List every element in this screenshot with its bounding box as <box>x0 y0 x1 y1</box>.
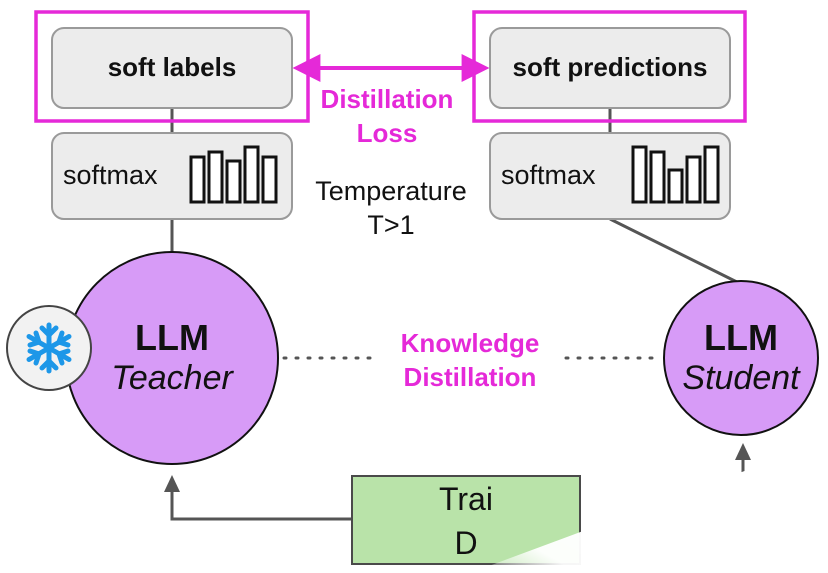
training-data-line1: Trai <box>439 481 493 517</box>
student-arrowhead <box>735 443 751 460</box>
soft-predictions-box <box>489 27 731 109</box>
distillation-loss-label: Distillation Loss <box>300 82 474 150</box>
teacher-model-label: LLM <box>135 317 209 358</box>
soft-labels-box <box>51 27 293 109</box>
data-to-teacher-arrow <box>170 492 352 521</box>
teacher-arrowhead <box>164 475 180 492</box>
knowledge-distillation-label: Knowledge Distillation <box>380 326 560 394</box>
student-role-label: Student <box>682 359 800 397</box>
training-data-line2: D <box>454 525 478 561</box>
soft-labels-label: soft labels <box>107 52 237 82</box>
student-circle <box>663 280 819 436</box>
student-label: LLM Student <box>664 318 818 398</box>
student-model-label: LLM <box>704 317 778 358</box>
snowflake-icon <box>26 322 72 374</box>
distillation-loss-line2: Loss <box>356 118 418 148</box>
training-data-label: Trai D <box>352 477 580 565</box>
teacher-role-label: Teacher <box>111 359 233 397</box>
temperature-line1: Temperature <box>315 176 467 206</box>
temperature-line2: T>1 <box>367 210 415 240</box>
teacher-softmax-label: softmax <box>63 160 158 190</box>
soft-predictions-label: soft predictions <box>512 52 708 82</box>
knowledge-line1: Knowledge <box>400 328 540 358</box>
histogram-icon <box>189 145 278 204</box>
temperature-label: Temperature T>1 <box>300 174 482 242</box>
distillation-loss-line1: Distillation <box>320 84 454 114</box>
knowledge-line2: Distillation <box>403 362 537 392</box>
teacher-label: LLM Teacher <box>66 318 278 398</box>
histogram-icon <box>631 145 720 204</box>
student-softmax-label: softmax <box>501 160 596 190</box>
student-to-softmax-line <box>609 217 746 288</box>
